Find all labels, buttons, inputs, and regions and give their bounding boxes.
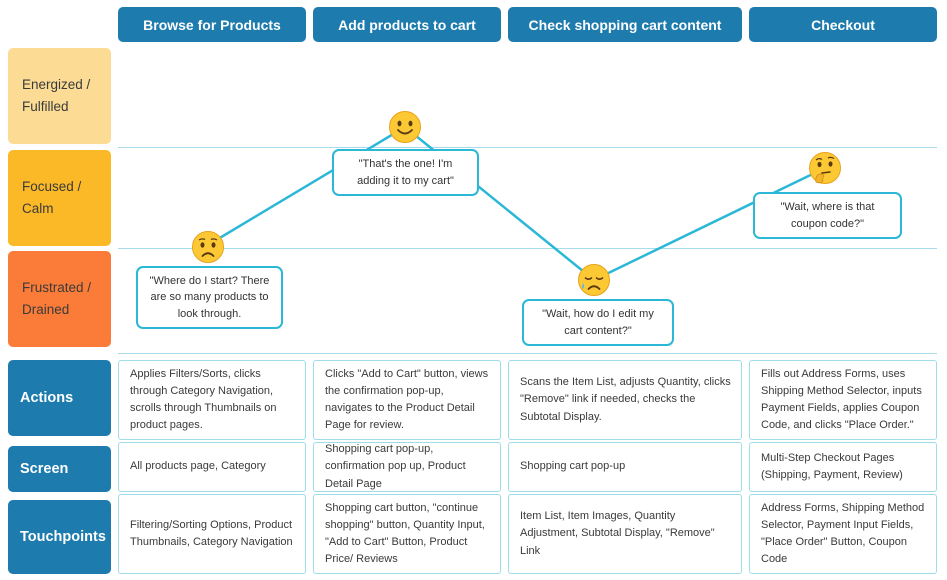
emotion-frustrated: Frustrated / Drained (8, 251, 111, 347)
screen-checkout-text: Multi-Step Checkout Pages (Shipping, Pay… (761, 451, 903, 481)
emotion-focused-label: Focused / Calm (22, 179, 82, 216)
quote-browse-text: "Where do I start? There are so many pro… (149, 274, 270, 320)
actions-cell-check-cart: Scans the Item List, adjusts Quantity, c… (508, 360, 742, 440)
screen-cell-check-cart: Shopping cart pop-up (508, 442, 742, 492)
stage-header-check-cart: Check shopping cart content (508, 7, 742, 42)
stage-header-add-to-cart: Add products to cart (313, 7, 501, 42)
emotion-focused: Focused / Calm (8, 150, 111, 246)
touchpoints-checkout-text: Address Forms, Shipping Method Selector,… (761, 501, 925, 566)
actions-add-to-cart-text: Clicks "Add to Cart" button, views the c… (325, 367, 489, 432)
touchpoints-add-to-cart-text: Shopping cart button, "continue shopping… (325, 501, 485, 566)
smiling-face-icon (389, 111, 421, 143)
quote-bubble-add-to-cart: "That's the one! I'm adding it to my car… (332, 149, 479, 196)
touchpoints-cell-checkout: Address Forms, Shipping Method Selector,… (749, 494, 937, 574)
screen-cell-checkout: Multi-Step Checkout Pages (Shipping, Pay… (749, 442, 937, 492)
stage-header-checkout: Checkout (749, 7, 937, 42)
emotion-energized: Energized / Fulfilled (8, 48, 111, 144)
row-label-screen: Screen (8, 446, 111, 492)
band-divider-bottom (118, 353, 937, 354)
band-divider-middle (118, 248, 937, 249)
stage-header-browse: Browse for Products (118, 7, 306, 42)
quote-bubble-checkout: "Wait, where is that coupon code?" (753, 192, 902, 239)
actions-cell-add-to-cart: Clicks "Add to Cart" button, views the c… (313, 360, 501, 440)
actions-browse-text: Applies Filters/Sorts, clicks through Ca… (130, 367, 277, 432)
emotion-frustrated-label: Frustrated / Drained (22, 280, 92, 317)
touchpoints-cell-browse: Filtering/Sorting Options, Product Thumb… (118, 494, 306, 574)
row-label-touchpoints: Touchpoints (8, 500, 111, 574)
actions-cell-browse: Applies Filters/Sorts, clicks through Ca… (118, 360, 306, 440)
touchpoints-cell-check-cart: Item List, Item Images, Quantity Adjustm… (508, 494, 742, 574)
worried-face-icon (192, 231, 224, 263)
actions-checkout-text: Fills out Address Forms, uses Shipping M… (761, 367, 922, 432)
screen-add-to-cart-text: Shopping cart pop-up, confirmation pop u… (325, 443, 466, 490)
quote-check-cart-text: "Wait, how do I edit my cart content?" (542, 308, 654, 337)
touchpoints-cell-add-to-cart: Shopping cart button, "continue shopping… (313, 494, 501, 574)
screen-browse-text: All products page, Category (130, 460, 266, 473)
actions-cell-checkout: Fills out Address Forms, uses Shipping M… (749, 360, 937, 440)
quote-checkout-text: "Wait, where is that coupon code?" (780, 201, 875, 230)
band-divider-top (118, 147, 937, 148)
actions-check-cart-text: Scans the Item List, adjusts Quantity, c… (520, 376, 731, 423)
touchpoints-check-cart-text: Item List, Item Images, Quantity Adjustm… (520, 510, 715, 557)
screen-check-cart-text: Shopping cart pop-up (520, 460, 626, 473)
row-label-actions: Actions (8, 360, 111, 436)
thinking-face-icon (809, 152, 841, 184)
sad-sweat-face-icon (578, 264, 610, 296)
emotion-energized-label: Energized / Fulfilled (22, 77, 91, 114)
screen-cell-browse: All products page, Category (118, 442, 306, 492)
screen-cell-add-to-cart: Shopping cart pop-up, confirmation pop u… (313, 442, 501, 492)
quote-bubble-browse: "Where do I start? There are so many pro… (136, 266, 283, 329)
quote-add-to-cart-text: "That's the one! I'm adding it to my car… (357, 158, 454, 187)
quote-bubble-check-cart: "Wait, how do I edit my cart content?" (522, 299, 674, 346)
touchpoints-browse-text: Filtering/Sorting Options, Product Thumb… (130, 518, 293, 548)
